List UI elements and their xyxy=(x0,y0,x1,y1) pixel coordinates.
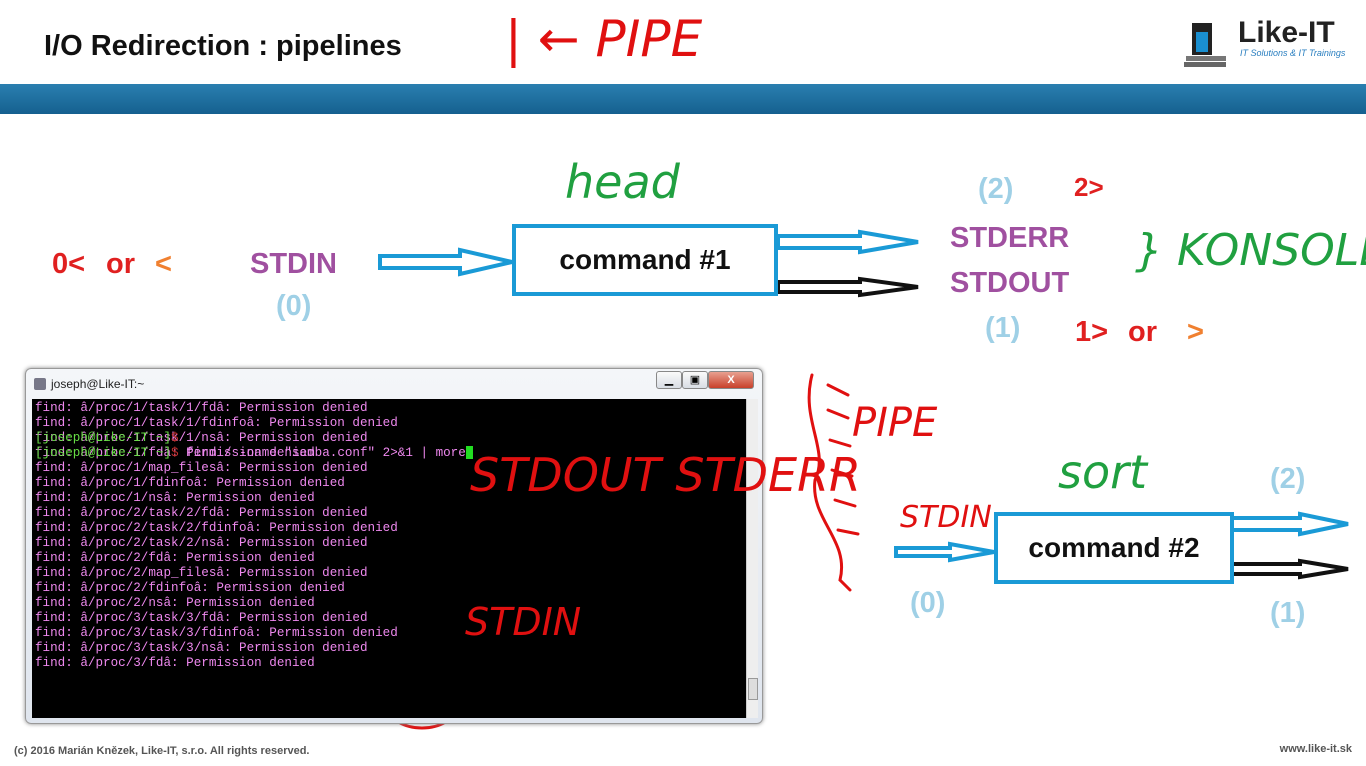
command-text: find / -name "samba.conf" 2>&1 | more xyxy=(178,446,466,460)
annotation-stdin-terminal: STDIN xyxy=(465,600,582,644)
terminal-line: find: â/proc/1/map_filesâ: Permission de… xyxy=(35,461,368,475)
logo-tagline: IT Solutions & IT Trainings xyxy=(1240,48,1346,58)
or-label-2: or xyxy=(1128,316,1157,348)
command-1-label: command #1 xyxy=(559,244,731,275)
terminal-line: find: â/proc/1/task/1/nsâ: Permission de… xyxy=(35,431,368,445)
terminal-line: find: â/proc/2/task/2/nsâ: Permission de… xyxy=(35,536,368,550)
stderr-redir: 2> xyxy=(1074,172,1104,202)
stdout-redir-b: > xyxy=(1187,316,1204,348)
command-1-box: command #1 xyxy=(512,224,778,296)
stdin-redir-a: 0< xyxy=(52,248,86,280)
close-button[interactable]: X xyxy=(708,371,754,389)
terminal-line: find: â/proc/1/fdâ: Permission denied xyxy=(35,446,315,460)
terminal-line: find: â/proc/1/task/1/fdâ: Permission de… xyxy=(35,401,368,415)
cursor xyxy=(465,446,473,460)
terminal-line: find: â/proc/2/map_filesâ: Permission de… xyxy=(35,566,368,580)
prompt-sign: $ xyxy=(171,446,179,460)
slide-title: I/O Redirection : pipelines xyxy=(44,30,402,62)
logo-icon xyxy=(1184,23,1226,67)
terminal-line: find: â/proc/1/nsâ: Permission denied xyxy=(35,491,315,505)
cmd2-stdout-arrow xyxy=(1230,558,1349,580)
terminal-window[interactable]: joseph@Like-IT:~ ▁ ▣ X find: â/proc/1/ta… xyxy=(25,368,763,724)
stdout-label: STDOUT xyxy=(950,267,1070,299)
footer-url: www.like-it.sk xyxy=(1279,743,1352,755)
terminal-line: find: â/proc/1/task/1/fdinfoâ: Permissio… xyxy=(35,416,398,430)
terminal-line: find: â/proc/2/task/2/fdâ: Permission de… xyxy=(35,506,368,520)
pipe-side-bracket xyxy=(807,373,852,592)
cmd2-stderr-arrow xyxy=(1230,511,1349,537)
cmd2-stderr-number: (2) xyxy=(1270,463,1306,495)
annotation-pipe-top: | ← PIPE xyxy=(505,10,703,68)
annotation-stdin: STDIN xyxy=(900,500,992,535)
stdin-redir-b: < xyxy=(155,248,172,280)
annotation-head: head xyxy=(565,155,680,209)
footer-copyright: (c) 2016 Marián Knězek, Like-IT, s.r.o. … xyxy=(14,745,310,757)
command-2-box: command #2 xyxy=(994,512,1234,584)
putty-icon xyxy=(34,378,46,390)
annotation-pipe-side: PIPE xyxy=(852,400,938,446)
prompt: [joseph@Like-IT ~] xyxy=(35,446,172,460)
prompt-line: [joseph@Like-IT ~]$ xyxy=(35,431,743,446)
terminal-line: find: â/proc/3/task/3/fdâ: Permission de… xyxy=(35,611,368,625)
stdin-number: (0) xyxy=(276,290,312,322)
terminal-line: find: â/proc/2/nsâ: Permission denied xyxy=(35,596,315,610)
cmd2-stdin-arrow xyxy=(894,541,995,563)
stdout-arrow xyxy=(776,276,919,298)
command-2-label: command #2 xyxy=(1028,532,1200,563)
stderr-number: (2) xyxy=(978,173,1014,205)
header-band xyxy=(0,84,1366,114)
command-line[interactable]: [joseph@Like-IT ~]$ find / -name "samba.… xyxy=(35,446,743,461)
stdout-number: (1) xyxy=(985,312,1021,344)
terminal-line: find: â/proc/2/task/2/fdinfoâ: Permissio… xyxy=(35,521,398,535)
logo-name: Like-IT xyxy=(1238,16,1335,49)
annotation-stdout-stderr: STDOUT STDERR xyxy=(470,448,862,502)
terminal-title: joseph@Like-IT:~ xyxy=(51,377,145,391)
stderr-label: STDERR xyxy=(950,222,1070,254)
terminal-line: find: â/proc/1/fdinfoâ: Permission denie… xyxy=(35,476,345,490)
terminal-output[interactable]: find: â/proc/1/task/1/fdâ: Permission de… xyxy=(32,399,746,718)
cmd2-stdout-number: (1) xyxy=(1270,597,1306,629)
maximize-button[interactable]: ▣ xyxy=(682,371,708,389)
terminal-line: find: â/proc/2/fdinfoâ: Permission denie… xyxy=(35,581,345,595)
annotation-sort: sort xyxy=(1058,445,1148,499)
stdout-redir-a: 1> xyxy=(1075,316,1109,348)
terminal-line: find: â/proc/3/fdâ: Permission denied xyxy=(35,656,315,670)
logo: Like-IT IT Solutions & IT Trainings xyxy=(1182,16,1362,73)
terminal-line: find: â/proc/3/task/3/nsâ: Permission de… xyxy=(35,641,368,655)
terminal-line: find: â/proc/2/fdâ: Permission denied xyxy=(35,551,315,565)
annotation-konsole: } KONSOLE xyxy=(1135,225,1366,276)
terminal-titlebar[interactable]: joseph@Like-IT:~ xyxy=(26,369,762,399)
prompt-sign: $ xyxy=(171,431,179,445)
stderr-arrow xyxy=(776,229,919,255)
minimize-button[interactable]: ▁ xyxy=(656,371,682,389)
terminal-scrollbar[interactable] xyxy=(746,399,758,718)
stdin-arrow xyxy=(378,247,513,277)
stdin-label: STDIN xyxy=(250,248,337,280)
or-label-1: or xyxy=(106,248,135,280)
cmd2-stdin-number: (0) xyxy=(910,587,946,619)
terminal-line: find: â/proc/3/task/3/fdinfoâ: Permissio… xyxy=(35,626,398,640)
prompt: [joseph@Like-IT ~] xyxy=(35,431,172,445)
